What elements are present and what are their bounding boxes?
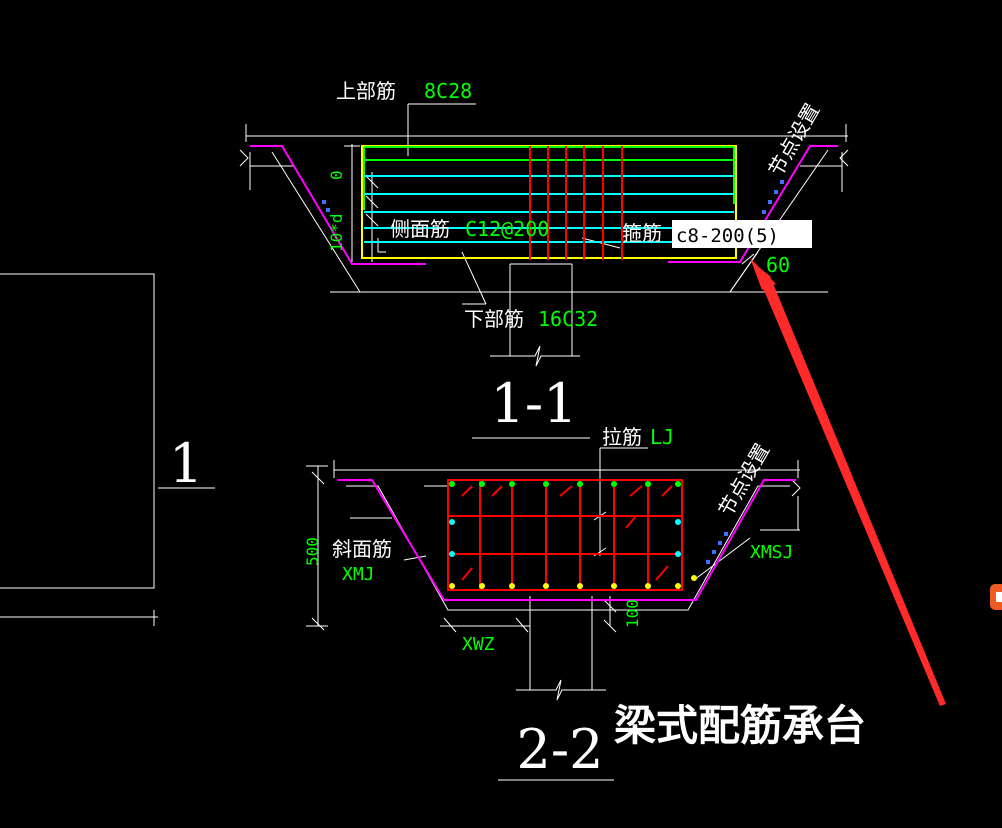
left-section-label: 1 [169, 432, 203, 495]
section-1-1-outline [239, 103, 849, 439]
dim-height-2-2: 500 [303, 537, 322, 566]
section-2-2-outline [306, 447, 801, 781]
section-1-1-slope-marks [322, 180, 784, 214]
section-1-1-beam-cage [361, 145, 737, 260]
left-partial-section [0, 273, 215, 626]
annotation-arrow [750, 258, 946, 706]
section-2-2-beam-cage [447, 479, 683, 591]
side-bar-label: 侧面筋 [390, 217, 450, 241]
dim-right-1-1: 60 [766, 253, 790, 277]
stirrup-spec: c8-200(5) [676, 225, 779, 247]
section-2-2-slab-bars [338, 479, 796, 601]
caption: 梁式配筋承台 [614, 701, 866, 750]
right-label-2-2: XMSJ [750, 542, 793, 563]
dim-top-1-1: 0 [327, 170, 346, 180]
dim-side-1-1: 10*d [327, 213, 346, 252]
section-2-2-slope-marks [706, 532, 728, 564]
side-bar-spec: C12@200 [465, 217, 549, 241]
edge-widget-icon[interactable] [990, 584, 1002, 610]
stirrup-spec-box [672, 220, 812, 248]
section-2-2-bar-dots [449, 481, 697, 589]
tie-spec: LJ [650, 425, 674, 449]
bottom-bar-spec: 16C32 [538, 307, 598, 331]
tie-label: 拉筋 [602, 425, 642, 449]
bottom-bar-label: 下部筋 [464, 307, 524, 331]
stirrup-label: 箍筋 [622, 221, 662, 245]
section-1-1-title: 1-1 [491, 372, 578, 435]
top-bar-label: 上部筋 [336, 79, 396, 103]
slope-bar-spec: XMJ [342, 564, 375, 585]
section-2-2-title: 2-2 [517, 718, 604, 781]
dim-width-2-2: XWZ [462, 634, 495, 655]
section-1-1-slab-bars [250, 145, 838, 265]
dim-base-2-2: 100 [623, 599, 642, 628]
slope-bar-label: 斜面筋 [332, 537, 392, 561]
top-bar-spec: 8C28 [424, 79, 472, 103]
